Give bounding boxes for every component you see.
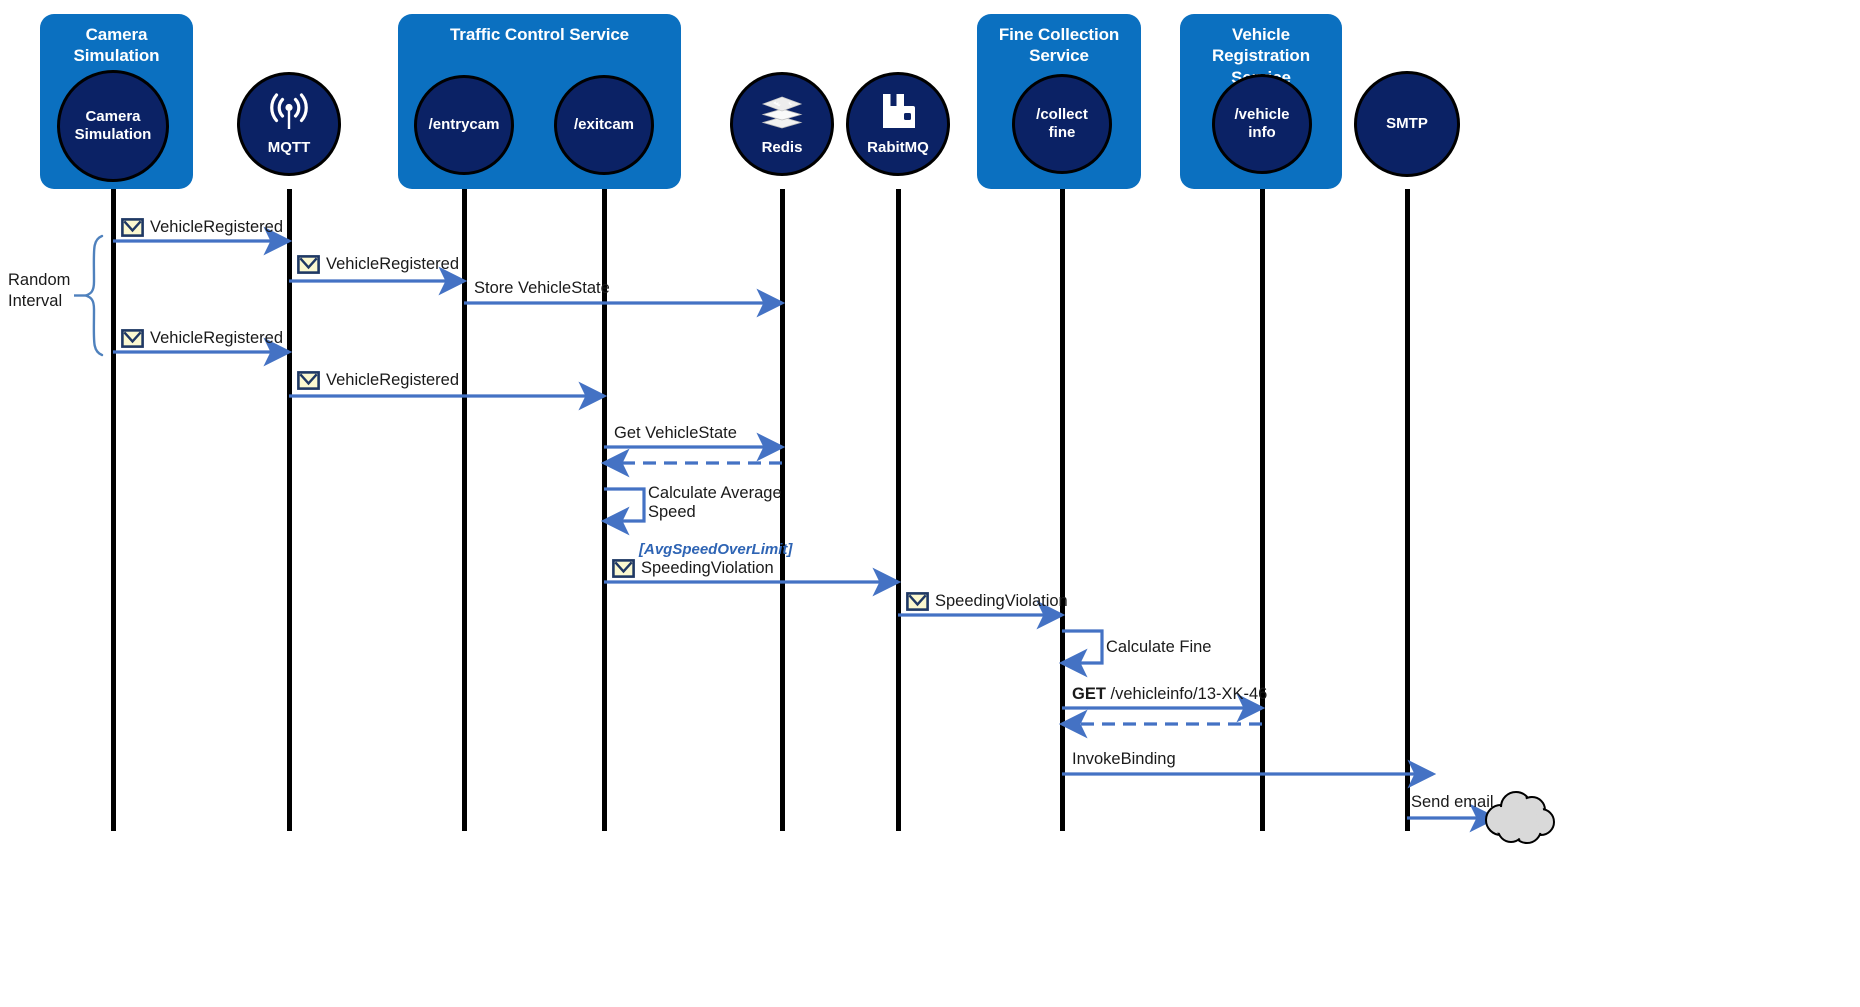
guard-condition: [AvgSpeedOverLimit] bbox=[639, 541, 793, 558]
lifeline-mqtt bbox=[286, 189, 292, 831]
envelope-icon-wrap bbox=[297, 255, 320, 275]
message-text: SpeedingViolation bbox=[641, 559, 774, 577]
lifeline-collectfine bbox=[1059, 189, 1065, 831]
lifeline-redis bbox=[779, 189, 785, 831]
rabbitmq-icon bbox=[883, 94, 915, 128]
participant-exitcam[interactable]: /exitcam bbox=[554, 75, 654, 175]
envelope-icon-wrap bbox=[612, 559, 635, 579]
message-label-m5: VehicleRegistered bbox=[297, 371, 459, 391]
message-text: VehicleRegistered bbox=[326, 371, 459, 389]
self-call-label-s2: Calculate Fine bbox=[1106, 638, 1212, 656]
participant-label: SMTP bbox=[1386, 115, 1428, 132]
message-label-m6: Get VehicleState bbox=[614, 424, 737, 443]
participant-vehicleinfo[interactable]: /vehicle info bbox=[1212, 74, 1312, 174]
participant-rabitmq[interactable]: RabitMQ bbox=[846, 72, 950, 176]
lifeline-entrycam bbox=[461, 189, 467, 831]
self-call-label-s1: Calculate Average Speed bbox=[648, 484, 782, 522]
lifeline-vehicleinfo bbox=[1259, 189, 1265, 831]
rabbitmq-icon-wrap bbox=[877, 91, 919, 136]
email-cloud-icon bbox=[1485, 791, 1555, 844]
message-label-m1: VehicleRegistered bbox=[121, 218, 283, 238]
envelope-icon-wrap bbox=[121, 329, 144, 349]
random-interval-label: Random Interval bbox=[8, 271, 71, 310]
envelope-icon-wrap bbox=[906, 592, 929, 612]
participant-label: MQTT bbox=[267, 139, 311, 156]
lifeline-rabitmq bbox=[895, 189, 901, 831]
participant-label: /entrycam bbox=[428, 116, 500, 133]
message-text: VehicleRegistered bbox=[150, 329, 283, 347]
participant-label: /vehicle info bbox=[1234, 106, 1290, 141]
self-call-s2 bbox=[1058, 629, 1104, 678]
envelope-icon bbox=[612, 559, 635, 579]
envelope-icon bbox=[297, 255, 320, 275]
random-interval-bracket bbox=[82, 234, 104, 357]
message-label-m12: GET /vehicleinfo/13-XK-46 bbox=[1072, 685, 1267, 704]
message-text: SpeedingViolation bbox=[935, 592, 1068, 610]
lifeline-camera-simulation bbox=[110, 189, 116, 831]
message-text: InvokeBinding bbox=[1072, 750, 1176, 768]
envelope-icon bbox=[906, 592, 929, 612]
message-label-m2: VehicleRegistered bbox=[297, 255, 459, 275]
participant-label: RabitMQ bbox=[867, 139, 929, 156]
participant-redis[interactable]: Redis bbox=[730, 72, 834, 176]
antenna-icon bbox=[270, 93, 308, 129]
participant-label: /exitcam bbox=[573, 116, 635, 133]
stack-icon-wrap bbox=[759, 91, 805, 136]
message-label-m10: SpeedingViolation bbox=[906, 592, 1068, 612]
envelope-icon bbox=[121, 218, 144, 238]
message-text: GET /vehicleinfo/13-XK-46 bbox=[1072, 685, 1268, 703]
envelope-icon bbox=[297, 371, 320, 391]
message-text: Send email bbox=[1411, 793, 1494, 811]
participant-label: Camera Simulation bbox=[74, 108, 152, 143]
participant-label: Redis bbox=[761, 139, 803, 156]
message-label-m15: Send email bbox=[1411, 793, 1494, 812]
participant-label: /collect fine bbox=[1036, 106, 1088, 141]
message-text: VehicleRegistered bbox=[150, 218, 283, 236]
participant-collectfine[interactable]: /collect fine bbox=[1012, 74, 1112, 174]
envelope-icon-wrap bbox=[121, 218, 144, 238]
participant-smtp[interactable]: SMTP bbox=[1354, 71, 1460, 177]
message-label-m9: SpeedingViolation bbox=[612, 559, 774, 579]
participant-camera-simulation[interactable]: Camera Simulation bbox=[57, 70, 169, 182]
message-text: VehicleRegistered bbox=[326, 255, 459, 273]
message-label-m4: VehicleRegistered bbox=[121, 329, 283, 349]
service-group-title: Fine Collection Service bbox=[998, 25, 1120, 66]
self-call-s1 bbox=[600, 487, 646, 536]
antenna-icon-wrap bbox=[266, 91, 312, 136]
message-label-m14: InvokeBinding bbox=[1072, 750, 1176, 769]
message-label-m3: Store VehicleState bbox=[474, 279, 610, 298]
service-group-title: Traffic Control Service bbox=[449, 25, 630, 44]
lifeline-smtp bbox=[1404, 189, 1410, 831]
message-text: Store VehicleState bbox=[474, 279, 610, 297]
redis-stack-icon bbox=[761, 96, 803, 129]
service-group-title: Camera Simulation bbox=[73, 25, 160, 66]
envelope-icon bbox=[121, 329, 144, 349]
participant-entrycam[interactable]: /entrycam bbox=[414, 75, 514, 175]
participant-mqtt[interactable]: MQTT bbox=[237, 72, 341, 176]
message-text: Get VehicleState bbox=[614, 424, 737, 442]
envelope-icon-wrap bbox=[297, 371, 320, 391]
